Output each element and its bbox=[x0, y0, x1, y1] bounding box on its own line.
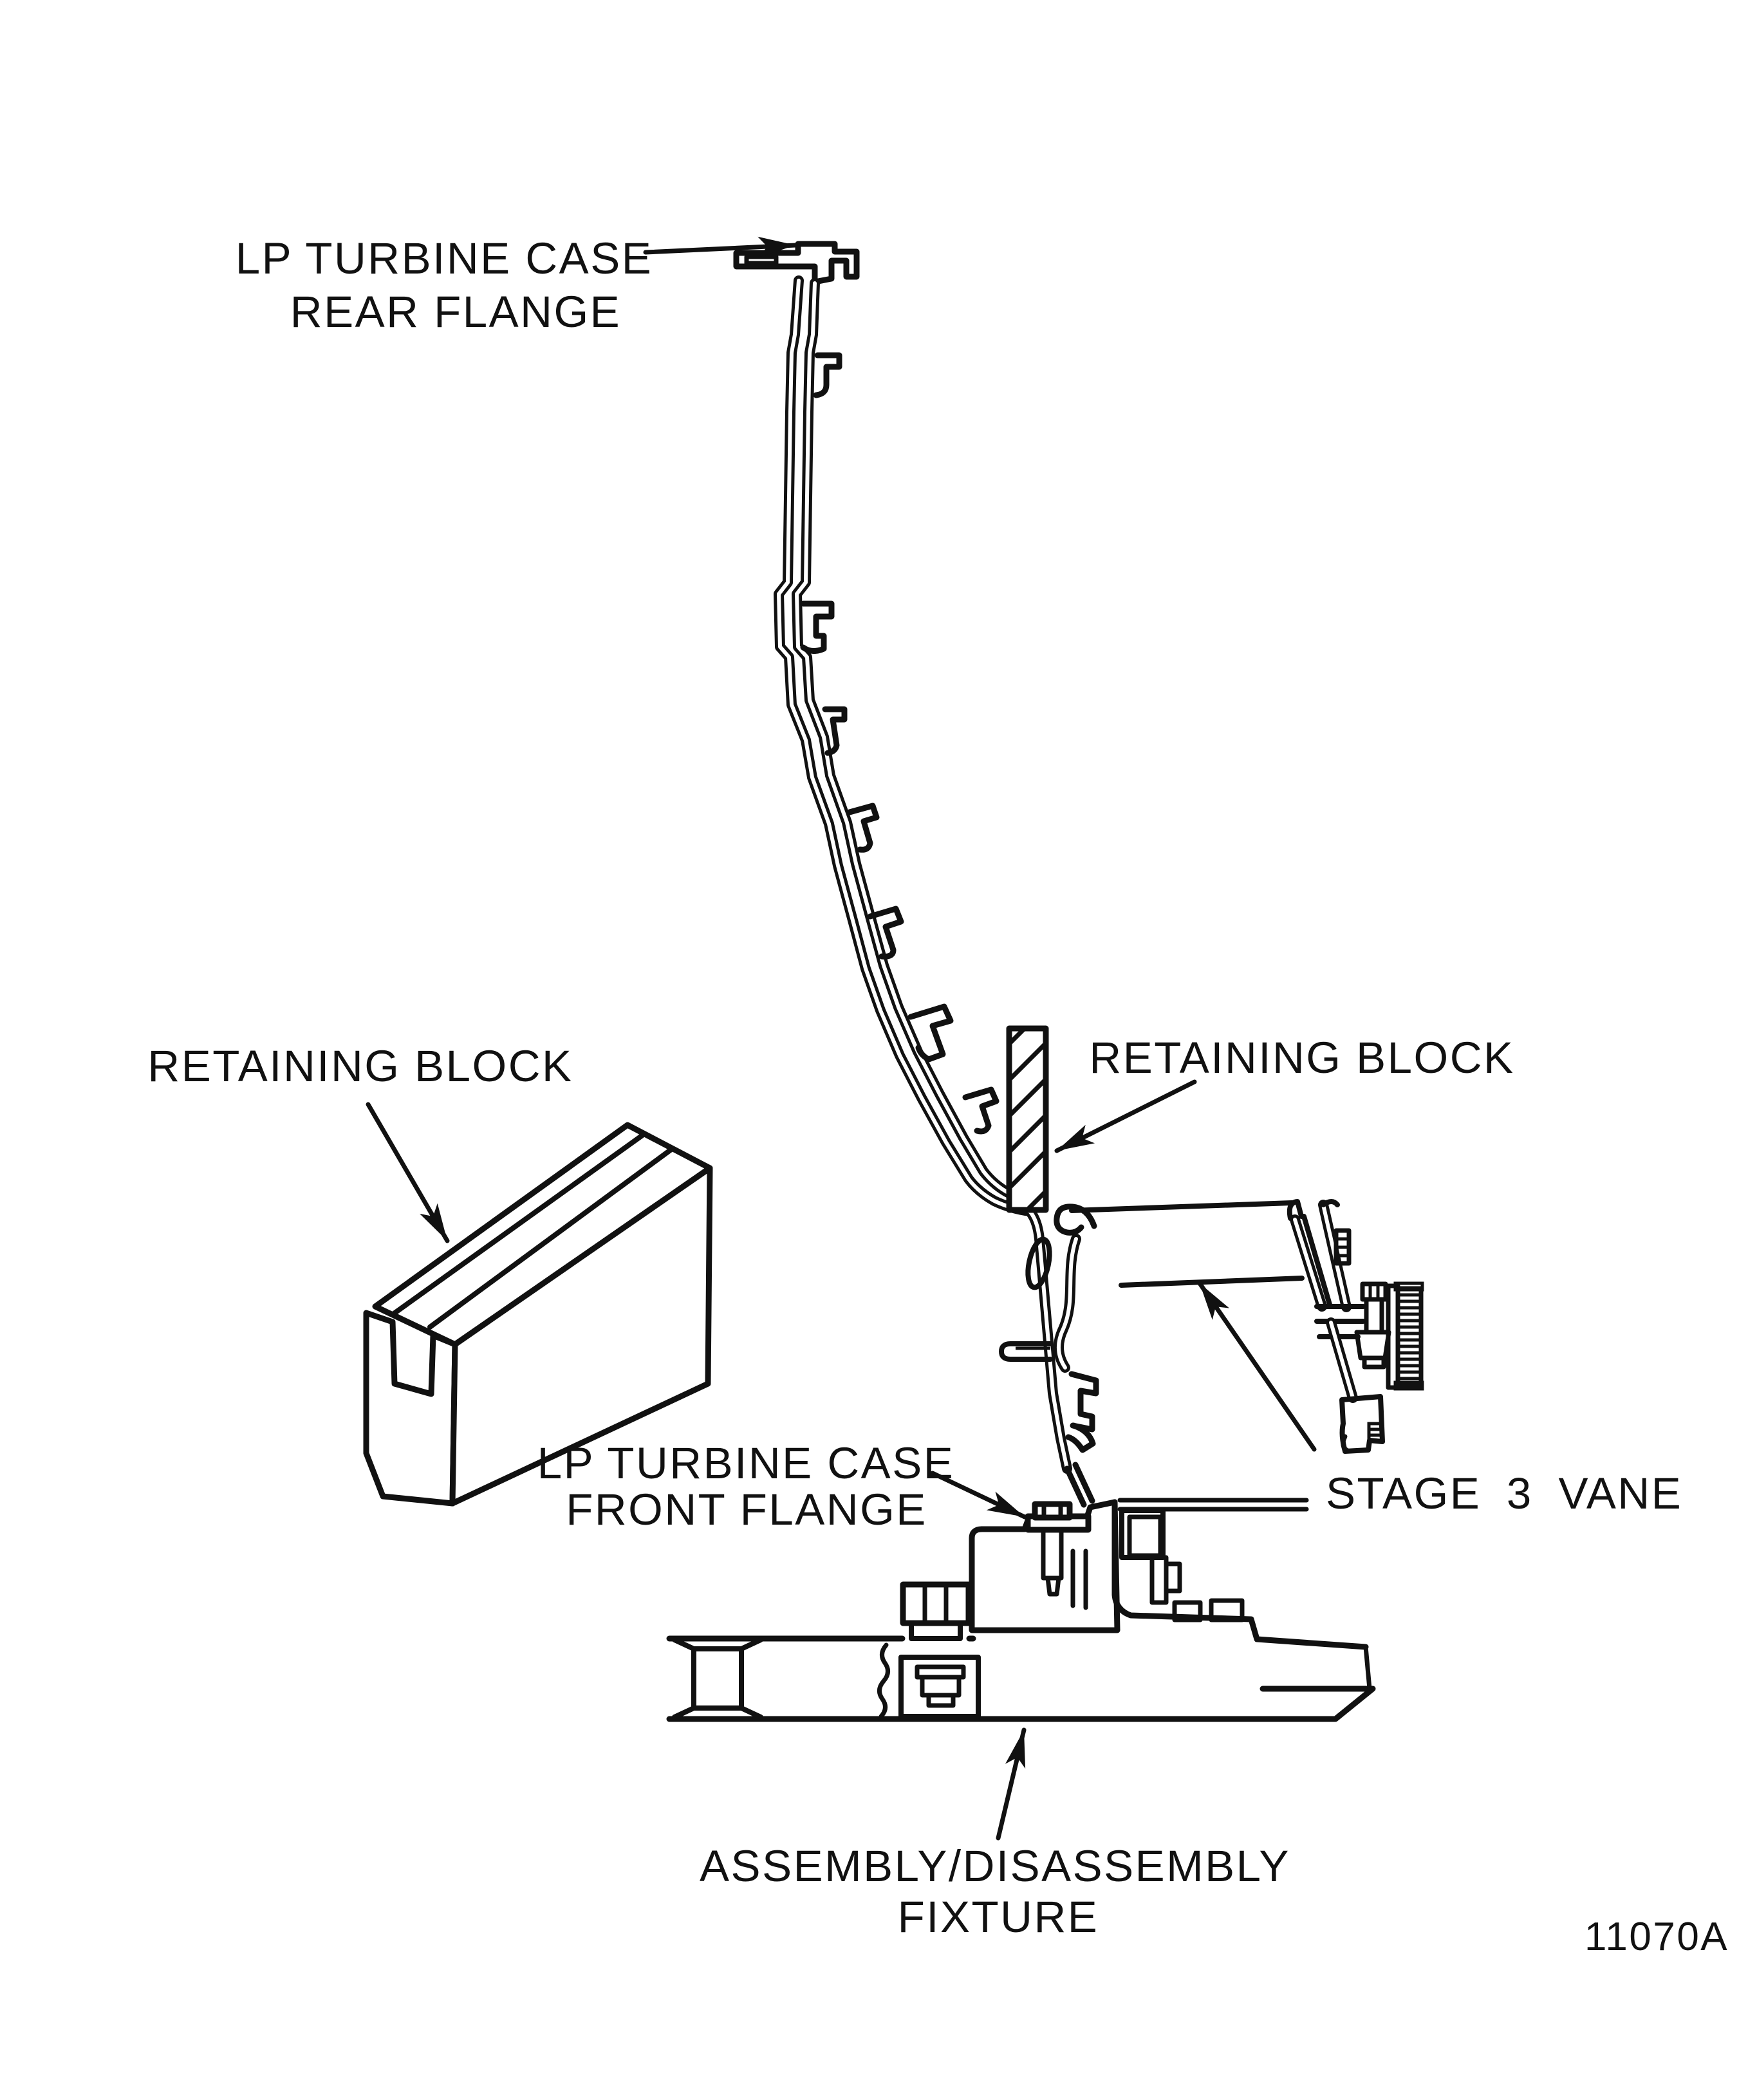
fixture-spool bbox=[672, 1637, 763, 1720]
leader-front-flange-arrow bbox=[930, 1471, 1027, 1519]
flange-rib-boss bbox=[1025, 1236, 1052, 1290]
leader-rear-flange-arrow bbox=[643, 236, 798, 257]
label-retaining-block-left: RETAINING BLOCK bbox=[147, 1041, 573, 1091]
label-retaining-block-right: RETAINING BLOCK bbox=[1089, 1033, 1514, 1083]
vane-bolt bbox=[1354, 1281, 1391, 1370]
leader-retaining-block-left-arrow bbox=[366, 1102, 450, 1243]
labels: LP TURBINE CASE REAR FLANGE RETAINING BL… bbox=[147, 234, 1729, 1959]
vane-lower-line bbox=[1119, 1276, 1305, 1288]
vane-upper-line bbox=[1069, 1200, 1294, 1213]
block-front-face bbox=[449, 1165, 713, 1507]
label-rear-flange-line1: LP TURBINE CASE bbox=[236, 234, 653, 283]
honeycomb-seal bbox=[1386, 1281, 1424, 1391]
support-tower bbox=[969, 1498, 1372, 1691]
fixture-base-bottom bbox=[666, 1686, 1376, 1722]
lp-turbine-case-profile bbox=[733, 241, 1067, 1469]
case-vane-rail-hooks bbox=[800, 352, 999, 1135]
label-front-flange-line2: FRONT FLANGE bbox=[566, 1485, 927, 1534]
case-peg bbox=[999, 1341, 1053, 1362]
label-front-flange-line1: LP TURBINE CASE bbox=[537, 1438, 955, 1488]
case-inner-wall bbox=[797, 283, 1037, 1201]
vane-outer-end-assembly bbox=[1287, 1199, 1424, 1454]
hatch-lines bbox=[1007, 1026, 1048, 1213]
label-fixture-line1: ASSEMBLY/DISASSEMBLY bbox=[700, 1841, 1290, 1891]
leader-stage3-vane-arrow bbox=[1197, 1281, 1317, 1452]
break-line bbox=[877, 1642, 890, 1719]
block-end-face bbox=[363, 1310, 458, 1507]
label-stage3-vane: STAGE 3 VANE bbox=[1326, 1469, 1682, 1518]
label-fixture-line2: FIXTURE bbox=[898, 1892, 1099, 1942]
leader-retaining-block-right-arrow bbox=[1054, 1079, 1197, 1153]
figure-number: 11070A bbox=[1585, 1915, 1729, 1959]
retaining-block-isometric bbox=[363, 1122, 713, 1507]
retaining-block-section bbox=[1006, 1025, 1049, 1213]
assembly-fixture bbox=[666, 1498, 1376, 1722]
front-flange-bolt bbox=[1025, 1501, 1092, 1597]
leader-fixture-arrow bbox=[996, 1727, 1027, 1841]
stage3-vane bbox=[1069, 1199, 1424, 1454]
retaining-block-groove bbox=[391, 1131, 674, 1330]
leader-arrows bbox=[366, 236, 1317, 1841]
clamp-block bbox=[898, 1655, 981, 1719]
case-outer-wall bbox=[779, 281, 1067, 1469]
label-rear-flange-line2: REAR FLANGE bbox=[290, 287, 621, 337]
vane-root-joint bbox=[999, 1203, 1099, 1508]
clamp-bolt bbox=[900, 1581, 972, 1708]
